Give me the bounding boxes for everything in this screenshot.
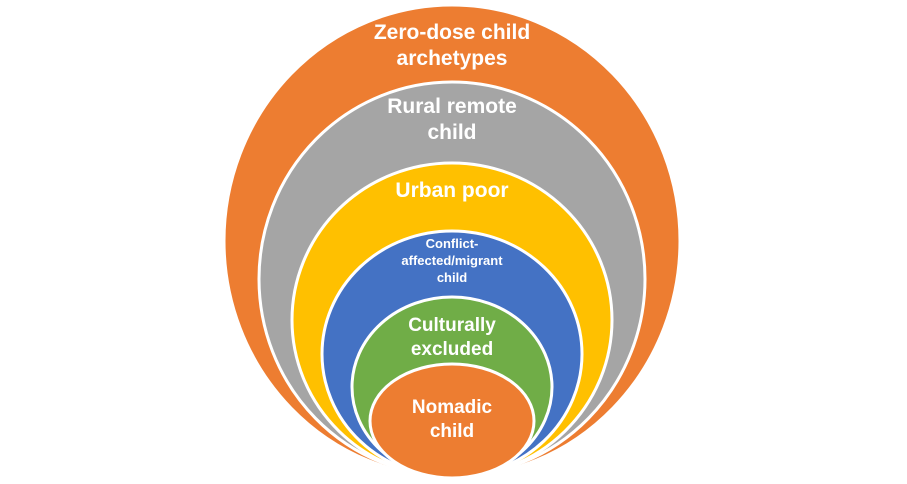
label-conflict-affected: Conflict-affected/migrant child	[401, 236, 503, 285]
label-culturally-excluded: Culturally excluded	[408, 315, 496, 360]
ring-nomadic	[368, 362, 536, 480]
label-rural-remote: Rural remote child	[387, 95, 517, 145]
label-urban-poor: Urban poor	[395, 179, 509, 202]
label-nomadic: Nomadic child	[411, 397, 493, 442]
label-zero-dose: Zero-dose child archetypes	[373, 21, 531, 71]
